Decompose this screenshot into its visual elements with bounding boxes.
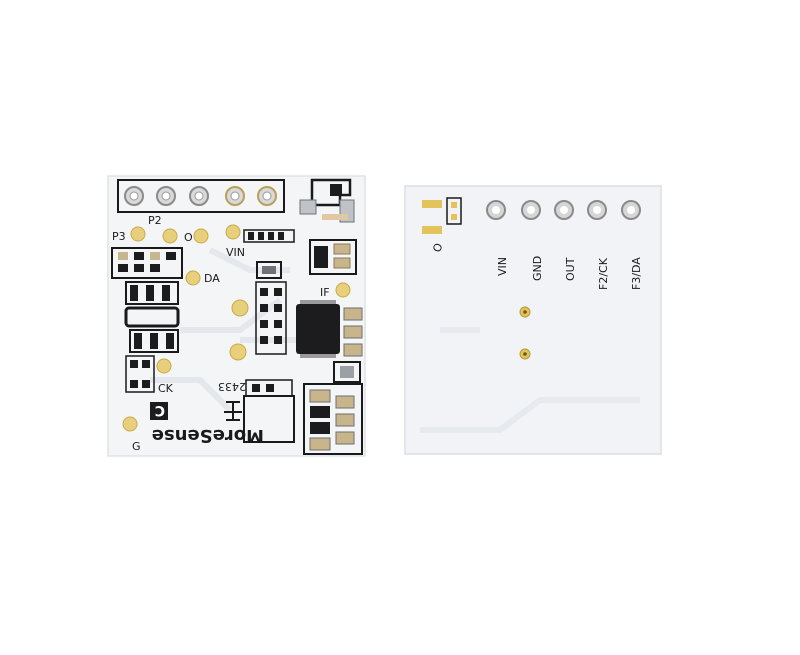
small-part-mid [256, 261, 282, 279]
back-board-substrate [404, 185, 662, 455]
back-gold-pads [422, 197, 462, 234]
c-mark-box [150, 402, 168, 420]
back-pin-label-f3da: F3/DA [630, 257, 643, 290]
back-board: O VIN GND OUT F2/CK F3/DA [404, 185, 662, 455]
top-right-component [299, 178, 355, 223]
back-pin-label-f2ck: F2/CK [597, 257, 610, 290]
gold-pads [122, 224, 351, 432]
label-g: G [132, 440, 141, 453]
label-vin: VIN [226, 246, 245, 259]
lower-right-components [303, 383, 363, 455]
back-pin-label-out: OUT [564, 257, 577, 281]
main-ic-chip [296, 300, 340, 358]
back-pin-label-vin: VIN [496, 257, 509, 276]
label-ck: CK [158, 382, 174, 395]
brand-moresense: MoreSense [152, 425, 264, 446]
part-code: 2433 [218, 380, 246, 393]
back-via-pads [519, 306, 531, 360]
label-da: DA [204, 272, 220, 285]
header-pins [124, 186, 277, 206]
label-o: O [184, 231, 193, 244]
front-board: P2 P3 O VIN DA IF CK G MoreSense 2433 C [107, 175, 366, 457]
header-outline [117, 179, 285, 213]
c-mark: C [155, 402, 165, 418]
ic-side-components [333, 307, 363, 383]
label-p2: P2 [148, 214, 162, 227]
label-if: IF [320, 286, 330, 299]
central-pad-grid [255, 281, 287, 355]
left-component-cluster [111, 247, 183, 393]
label-p3: P3 [112, 230, 126, 243]
right-capacitors [309, 239, 357, 275]
vin-pad-row [243, 229, 295, 243]
logo-glyph [224, 401, 242, 421]
back-pin-label-gnd: GND [531, 256, 544, 281]
front-board-traces [150, 247, 300, 413]
back-board-traces [420, 327, 640, 433]
back-pin-holes [486, 200, 641, 220]
